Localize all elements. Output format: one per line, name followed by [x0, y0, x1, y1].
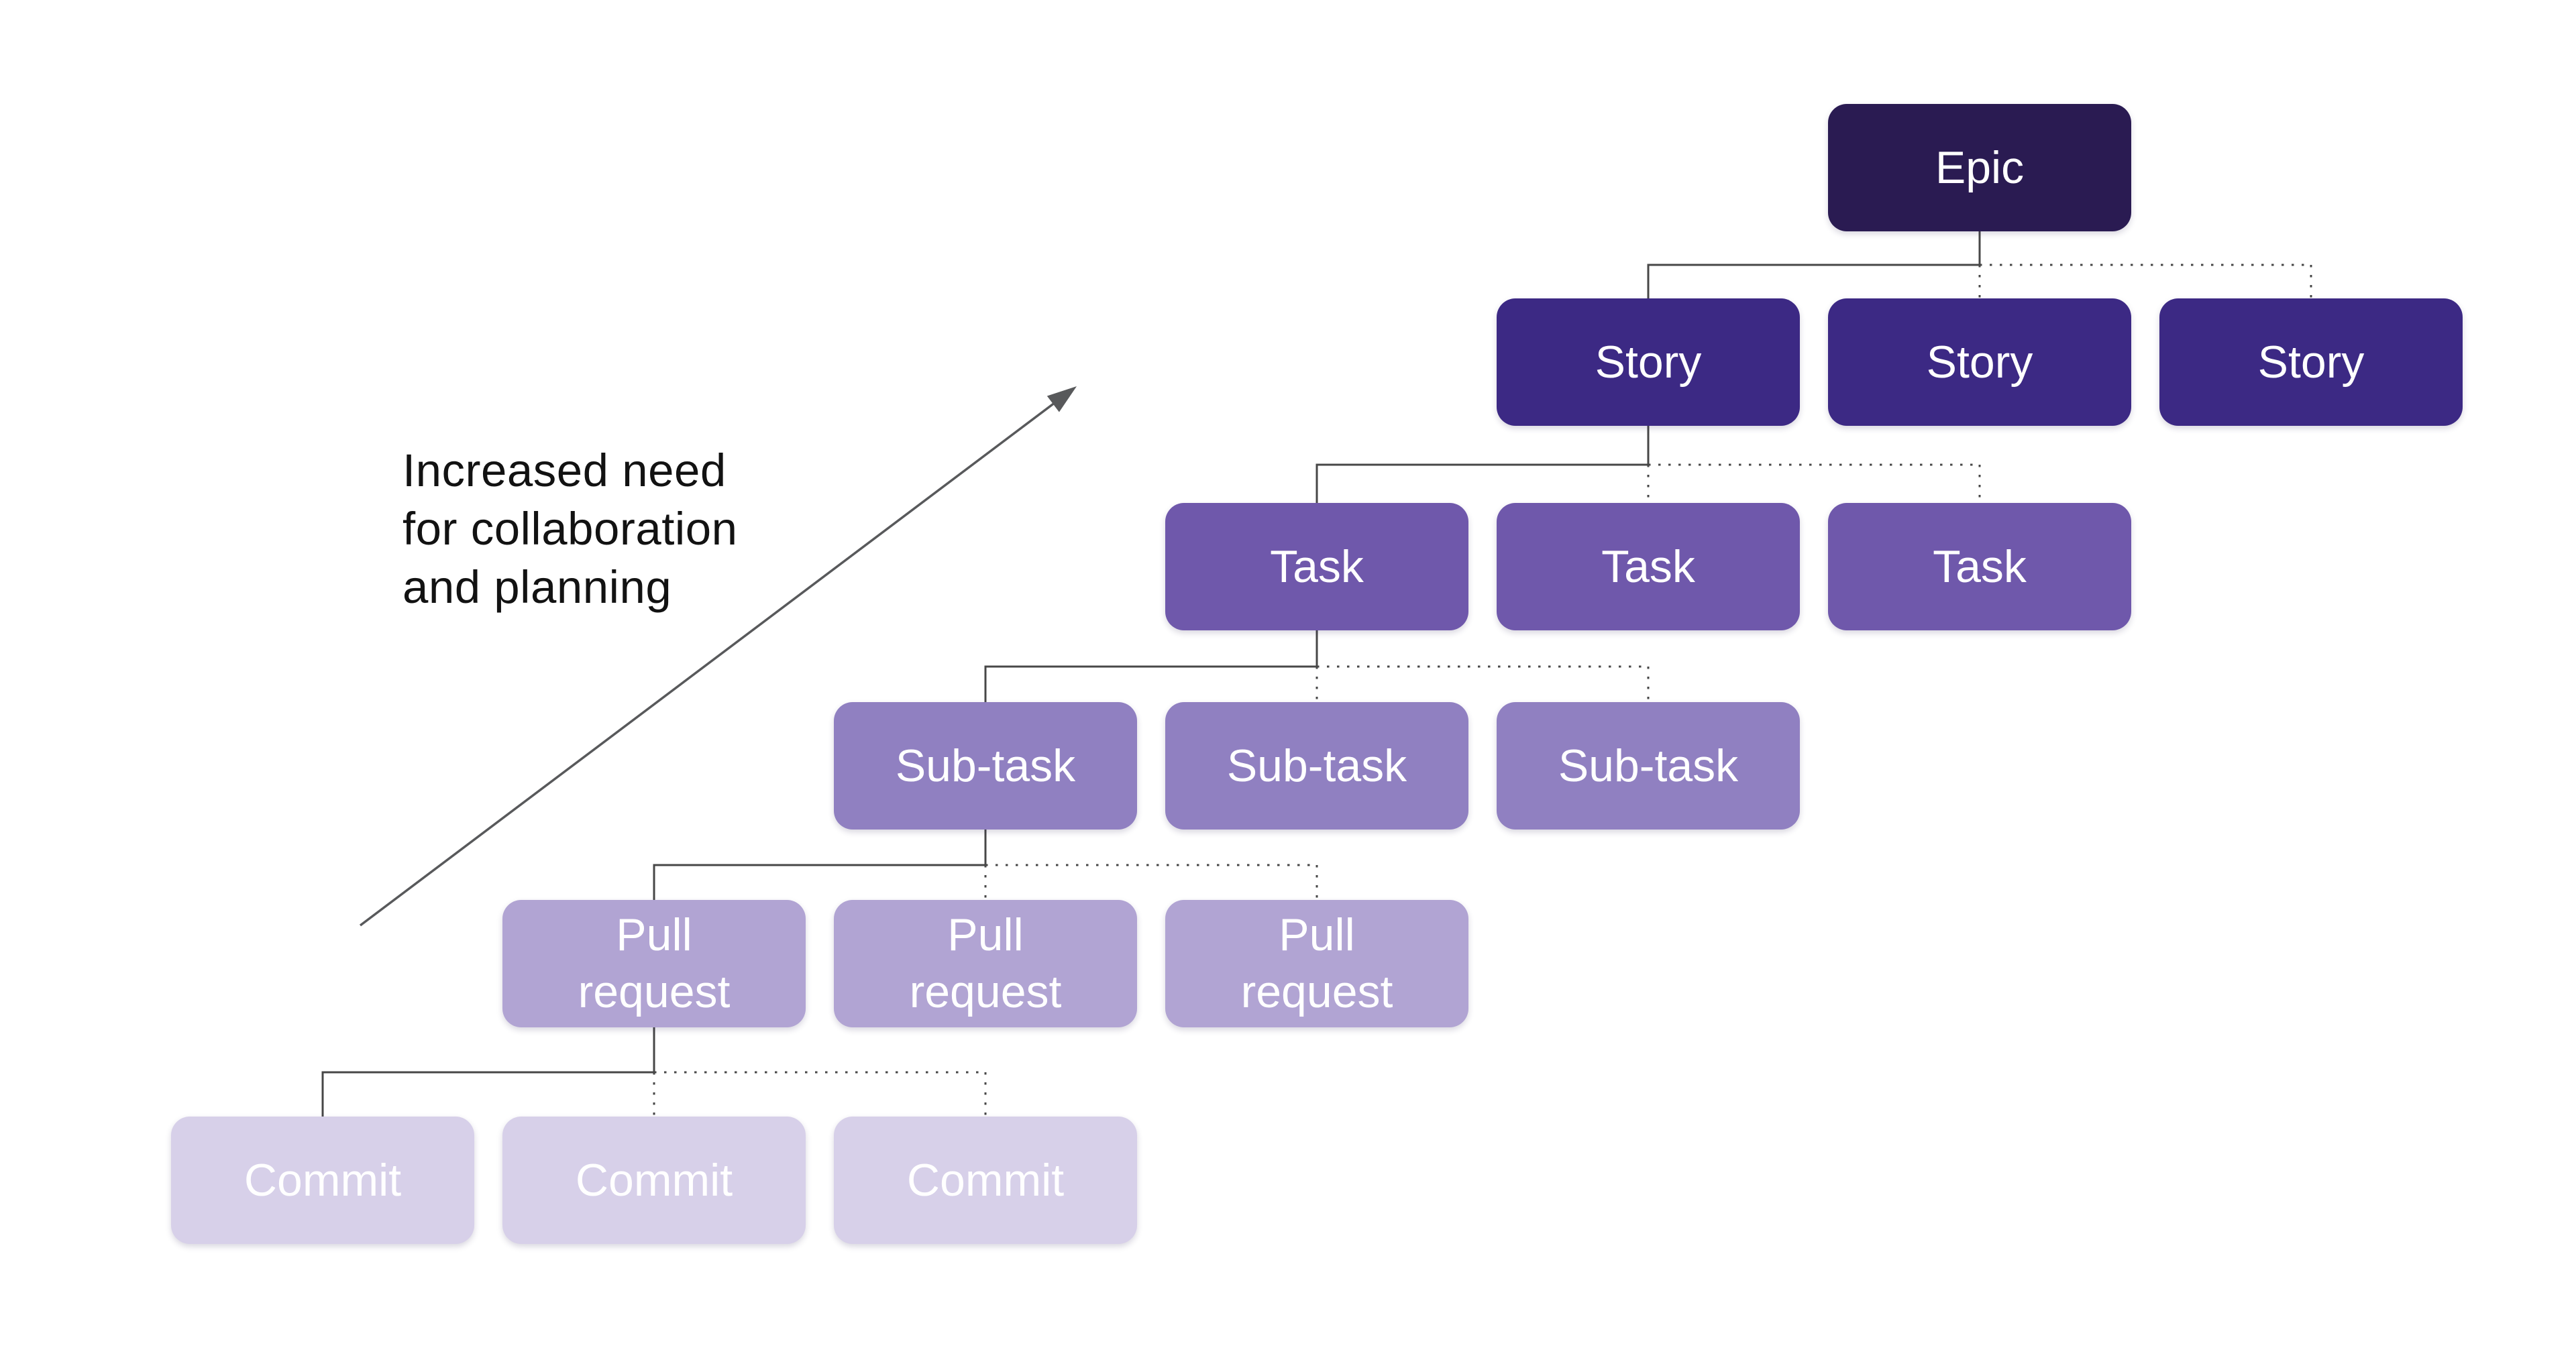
node-task-3: Task [1828, 503, 2131, 630]
node-label: Commit [575, 1154, 733, 1206]
node-label: Story [2257, 336, 2365, 388]
node-pull-request-1: Pull request [502, 900, 806, 1027]
annotation-line-3: and planning [402, 561, 672, 613]
node-label: Sub-task [1558, 740, 1739, 791]
node-label: request [578, 966, 731, 1017]
node-label: Story [1926, 336, 2033, 388]
node-sub-task-3: Sub-task [1497, 702, 1800, 830]
node-task-2: Task [1497, 503, 1800, 630]
node-label: Task [1933, 540, 2027, 592]
node-story-3: Story [2159, 298, 2463, 426]
node-label: Sub-task [895, 740, 1076, 791]
node-label: Commit [906, 1154, 1065, 1206]
node-commit-1: Commit [171, 1117, 474, 1244]
node-label: Task [1270, 540, 1364, 592]
node-pull-request-3: Pull request [1165, 900, 1468, 1027]
node-commit-3: Commit [834, 1117, 1137, 1244]
arrowhead [1046, 386, 1077, 412]
node-sub-task-1: Sub-task [834, 702, 1137, 830]
node-label: Pull [947, 909, 1024, 960]
annotation-text: Increased need for collaboration and pla… [402, 441, 737, 616]
annotation-line-2: for collaboration [402, 503, 738, 555]
node-label: request [909, 966, 1062, 1017]
node-sub-task-2: Sub-task [1165, 702, 1468, 830]
node-label: Pull [1279, 909, 1355, 960]
node-task-1: Task [1165, 503, 1468, 630]
node-label: request [1240, 966, 1393, 1017]
node-label: Task [1601, 540, 1695, 592]
node-pull-request-2: Pull request [834, 900, 1137, 1027]
node-epic: Epic [1828, 104, 2131, 231]
node-story-2: Story [1828, 298, 2131, 426]
node-label: Epic [1935, 141, 2025, 193]
node-label: Pull [616, 909, 692, 960]
node-label: Story [1595, 336, 1702, 388]
annotation-line-1: Increased need [402, 445, 727, 496]
node-label: Commit [244, 1154, 402, 1206]
node-label: Sub-task [1226, 740, 1407, 791]
node-story-1: Story [1497, 298, 1800, 426]
node-commit-2: Commit [502, 1117, 806, 1244]
